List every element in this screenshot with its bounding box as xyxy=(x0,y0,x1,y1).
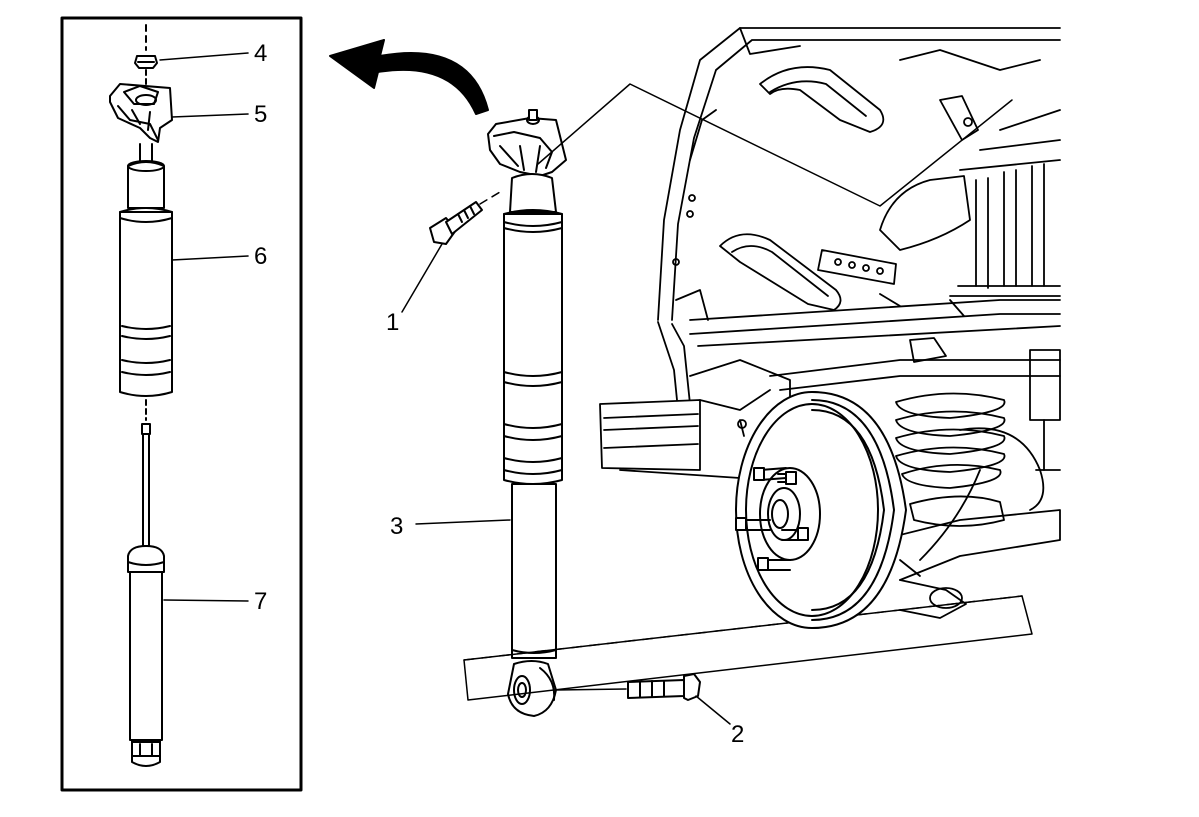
vehicle-body xyxy=(657,27,1061,411)
main-leaders xyxy=(401,243,731,725)
upper-bolt-part xyxy=(429,191,501,245)
callout-4: 4 xyxy=(254,40,267,67)
callout-1: 1 xyxy=(386,309,399,336)
callout-labels: 4 5 6 7 1 3 2 xyxy=(254,40,744,748)
shock-absorber-part xyxy=(127,423,165,767)
callout-3: 3 xyxy=(390,513,403,540)
callout-7: 7 xyxy=(254,588,267,615)
inset-frame xyxy=(60,16,303,792)
callout-5: 5 xyxy=(254,101,267,128)
brake-drum xyxy=(735,391,907,629)
curved-arrow-left-icon xyxy=(329,39,489,115)
inset-exploded-view xyxy=(60,16,303,792)
callout-6: 6 xyxy=(254,243,267,270)
nut-part xyxy=(134,55,158,69)
callout-2: 2 xyxy=(731,721,744,748)
wheel-studs xyxy=(735,467,809,571)
main-shock-assembly xyxy=(487,109,567,717)
dust-boot-part xyxy=(119,160,173,397)
upper-mount-part xyxy=(109,83,173,143)
